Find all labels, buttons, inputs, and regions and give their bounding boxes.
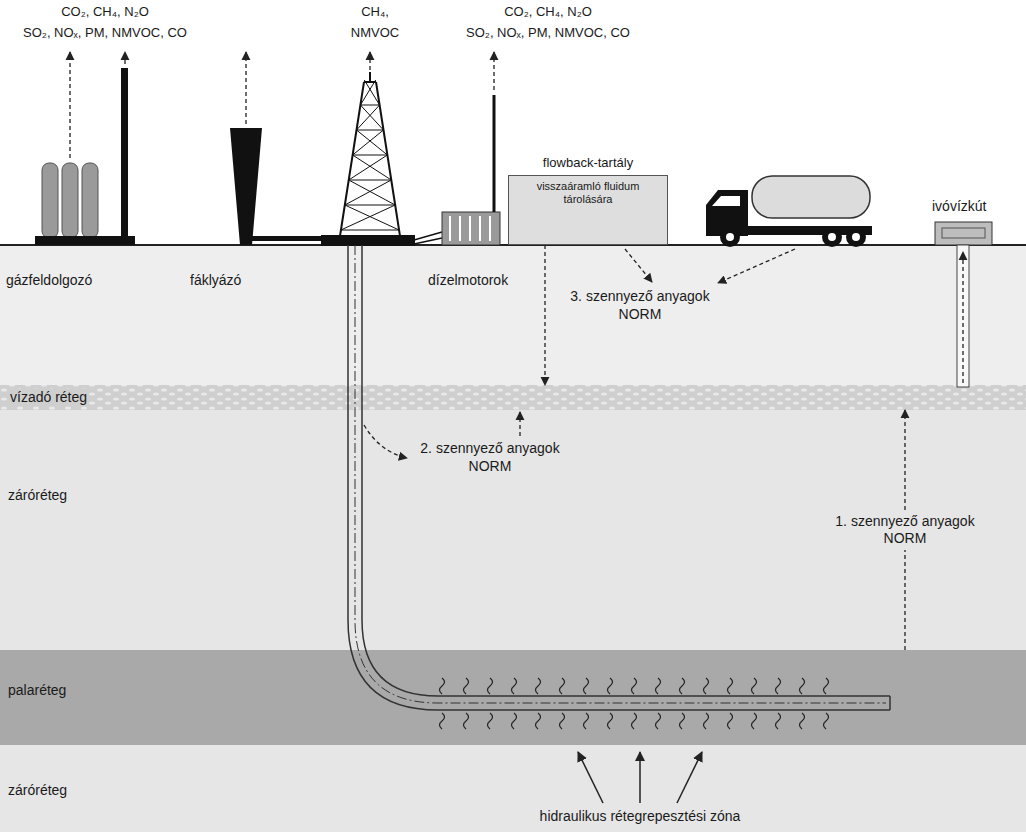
drilling-rig: [322, 72, 414, 245]
aquifer-band: [0, 385, 1026, 410]
fracture-zone-arrow: [578, 752, 702, 803]
tanker-truck: [706, 176, 872, 247]
connector-layer: [545, 245, 905, 650]
emission-list: SO₂, NOₓ, PM, NMVOC, CO: [0, 25, 210, 41]
flowback-tank: flowback-tartályvisszaáramló fluidum tár…: [508, 175, 668, 245]
tank-title: flowback-tartály: [509, 155, 667, 171]
layer-name: záróréteg: [8, 782, 67, 799]
pollutant-note: 1. szennyező anyagok NORM: [830, 511, 980, 550]
part-name: fáklyázó: [190, 272, 300, 290]
cap-rock-layer: záróréteg: [0, 745, 1026, 832]
part-name: gázfeldolgozó: [6, 272, 136, 290]
diesel-engines: [442, 95, 500, 245]
layer-name: záróréteg: [8, 487, 67, 504]
shale-band: [0, 650, 1026, 745]
shale-layer: palaréteg: [0, 650, 1026, 745]
cap-rock-band: [0, 745, 1026, 832]
pollutant-note: 2. szennyező anyagok NORM: [410, 440, 570, 475]
fracture-marks: [440, 678, 829, 729]
layer-name: palaréteg: [8, 682, 66, 699]
emission-list: NMVOC: [330, 25, 420, 41]
emission-list: CH₄,: [330, 4, 420, 20]
emission-list: CO₂, CH₄, N₂O: [0, 4, 210, 20]
contamination-arrow: [544, 245, 545, 385]
surface-ground: [0, 245, 1026, 385]
pollutant-note: 3. szennyező anyagok NORM: [560, 288, 720, 323]
emission-list: SO₂, NOₓ, PM, NMVOC, CO: [443, 25, 653, 41]
flare-stack: [230, 128, 327, 245]
emission-list: CO₂, CH₄, N₂O: [443, 4, 653, 20]
drinking-water-well: [935, 222, 992, 387]
gas-processor: [35, 68, 135, 245]
wellbore: [348, 245, 890, 710]
flow-arrow: [70, 52, 963, 458]
layer-name: vízadó réteg: [8, 389, 89, 406]
zone-name: hidraulikus rétegrepesztési zóna: [480, 808, 800, 826]
aquifer-layer: vízadó réteg: [0, 385, 1026, 410]
part-name: ivóvízkút: [932, 198, 1024, 216]
cap-rock-band: [0, 410, 1026, 650]
tank-note: visszaáramló fluidum tárolására: [515, 180, 661, 206]
part-name: dízelmotorok: [428, 272, 538, 290]
pipe: [414, 232, 442, 244]
